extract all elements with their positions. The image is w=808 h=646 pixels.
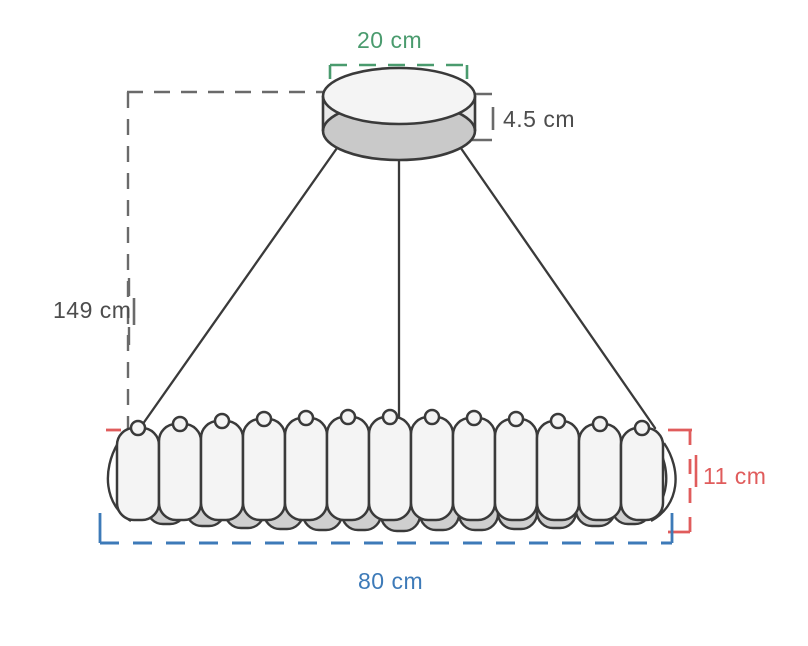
front-shade xyxy=(157,422,203,522)
suspension-wire-left xyxy=(138,129,351,430)
canopy-height-label: 4.5 cm xyxy=(503,106,576,132)
front-shade xyxy=(535,419,581,522)
shade-ring-loop xyxy=(591,415,609,433)
canopy-diameter-label: 20 cm xyxy=(357,27,423,53)
ring-front-shades xyxy=(115,408,665,522)
shade-ring-loop xyxy=(423,408,441,426)
canopy-top-face xyxy=(321,66,477,126)
shade-ring-loop xyxy=(465,409,483,427)
front-shade xyxy=(493,417,539,522)
ring-height-label: 11 cm xyxy=(703,463,767,489)
shade-ring-loop xyxy=(171,415,189,433)
front-shade xyxy=(409,415,455,522)
ring-height-dimension xyxy=(106,428,698,534)
ring-diameter-dimension xyxy=(98,513,674,545)
front-shade xyxy=(451,416,497,522)
shade-ring-loop xyxy=(633,419,651,437)
suspension-wires xyxy=(138,122,657,430)
shade-ring-loop xyxy=(129,419,147,437)
front-shade xyxy=(325,415,371,522)
suspension-wire-right xyxy=(447,129,657,430)
shade-ring-loop xyxy=(255,410,273,428)
canopy xyxy=(321,66,477,162)
drop-dimension-ticks xyxy=(127,278,136,345)
front-shade xyxy=(619,426,665,522)
shade-ring-loop xyxy=(549,412,567,430)
front-shade xyxy=(241,417,287,522)
front-shade-center xyxy=(367,415,413,522)
shade-ring-loop xyxy=(507,410,525,428)
front-shade xyxy=(115,426,161,522)
front-shade xyxy=(199,419,245,522)
total-drop-label: 149 cm xyxy=(53,297,132,323)
shade-ring-loop xyxy=(213,412,231,430)
drop-dimension-guide xyxy=(126,90,333,429)
ring-diameter-label: 80 cm xyxy=(358,568,424,594)
shade-ring-loop xyxy=(297,409,315,427)
shade-ring-loop xyxy=(339,408,357,426)
front-shade xyxy=(283,416,329,522)
front-shade xyxy=(577,422,623,522)
shade-ring-loop xyxy=(381,408,399,426)
